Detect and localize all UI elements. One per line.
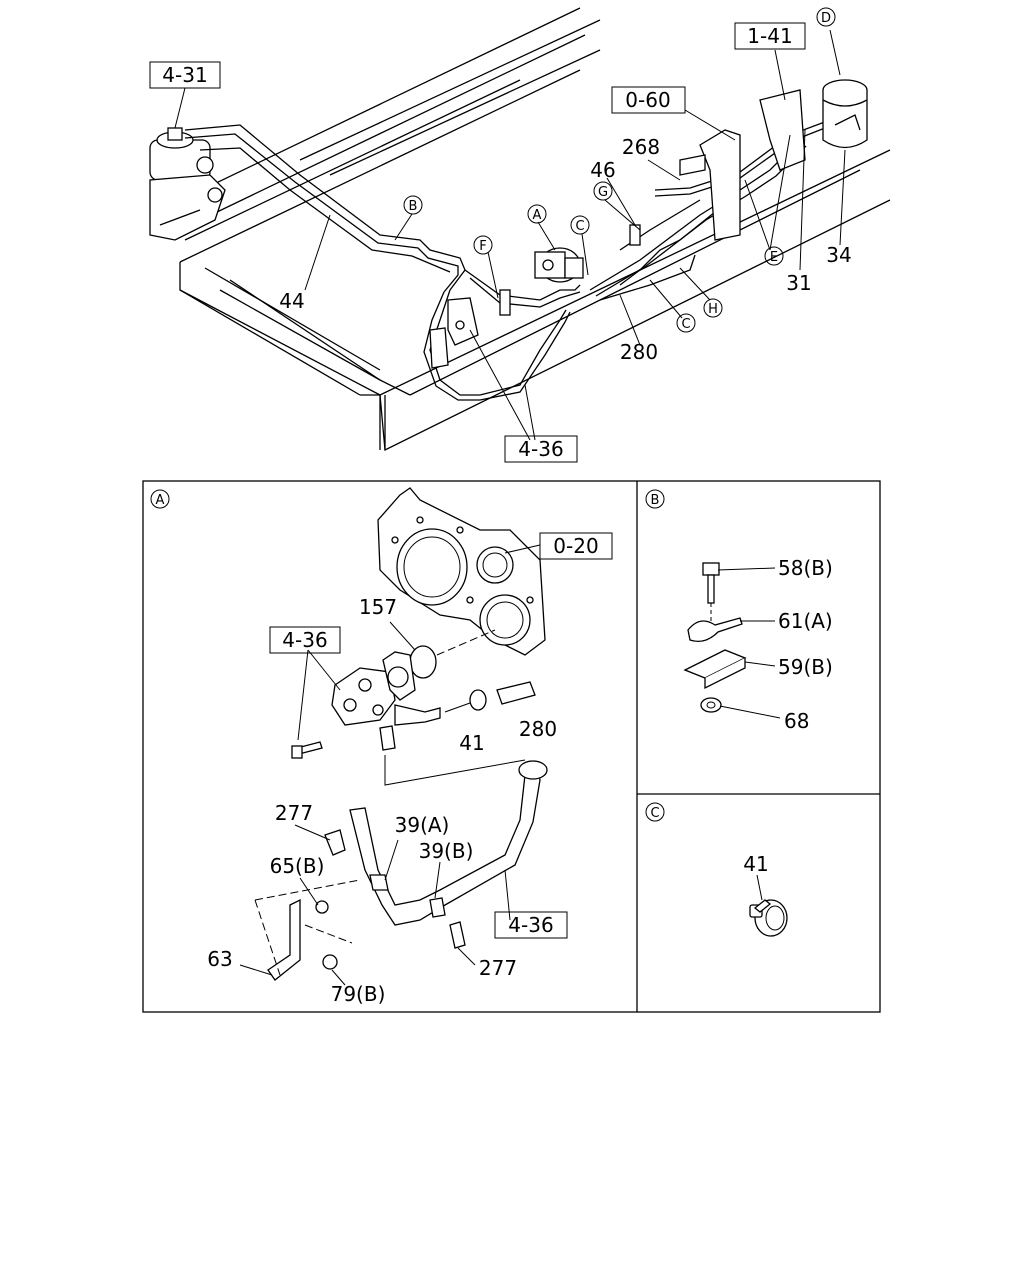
svg-text:B: B bbox=[651, 493, 660, 508]
part-number-268: 268 bbox=[622, 135, 660, 159]
part-number-34: 34 bbox=[826, 243, 851, 267]
circle-letter-f: F bbox=[473, 235, 493, 255]
ref-box-0-60: 0-60 bbox=[625, 88, 670, 112]
svg-text:D: D bbox=[821, 11, 831, 26]
part-number-46: 46 bbox=[590, 158, 615, 182]
svg-text:A: A bbox=[533, 208, 542, 223]
part-number-31: 31 bbox=[786, 271, 811, 295]
hose bbox=[496, 681, 536, 705]
circle-letter-c-2: C bbox=[676, 313, 696, 333]
ref-box-4-36: 4-36 bbox=[518, 437, 563, 461]
ref-box-4-36-b: 4-36 bbox=[508, 913, 553, 937]
part-number-277-b: 277 bbox=[479, 956, 517, 980]
clip bbox=[687, 617, 743, 643]
ref-box-1-41: 1-41 bbox=[747, 24, 792, 48]
steering-gear bbox=[149, 127, 226, 241]
part-number-41-c: 41 bbox=[743, 852, 768, 876]
hose-clamp-detail bbox=[749, 899, 788, 937]
mounting-bracket bbox=[267, 898, 301, 981]
part-number-58b: 58(B) bbox=[778, 556, 833, 580]
part-number-280: 280 bbox=[620, 340, 658, 364]
svg-text:F: F bbox=[479, 239, 486, 254]
reservoir bbox=[822, 79, 868, 149]
detail-panels bbox=[142, 480, 881, 1013]
ref-box-4-31: 4-31 bbox=[162, 63, 207, 87]
part-number-61a: 61(A) bbox=[778, 609, 833, 633]
gear-case-plate bbox=[377, 487, 546, 656]
panel-a: A bbox=[150, 487, 613, 1006]
ref-box-0-20: 0-20 bbox=[553, 534, 598, 558]
part-number-79b: 79(B) bbox=[331, 982, 386, 1006]
svg-text:A: A bbox=[156, 493, 165, 508]
overview-pump bbox=[534, 247, 584, 283]
svg-text:C: C bbox=[681, 317, 690, 332]
circle-letter-c: C bbox=[570, 215, 590, 235]
circle-letter-b: B bbox=[403, 195, 423, 215]
pump-detail bbox=[331, 651, 441, 751]
svg-text:G: G bbox=[598, 185, 608, 200]
svg-text:C: C bbox=[650, 806, 659, 821]
circle-letter-d: D bbox=[816, 7, 836, 27]
part-number-277: 277 bbox=[275, 801, 313, 825]
o-ring bbox=[409, 645, 437, 679]
hose-clamp bbox=[469, 689, 487, 711]
part-number-68: 68 bbox=[784, 709, 809, 733]
part-number-63: 63 bbox=[207, 947, 232, 971]
part-number-157: 157 bbox=[359, 595, 397, 619]
circle-letter-e: E bbox=[764, 246, 784, 266]
bolt bbox=[702, 562, 720, 576]
ref-box-4-36-a: 4-36 bbox=[282, 628, 327, 652]
panel-c-letter: C bbox=[645, 802, 665, 822]
panel-b-letter: B bbox=[645, 489, 665, 509]
svg-text:C: C bbox=[575, 219, 584, 234]
circle-letter-g: G bbox=[593, 181, 613, 201]
circle-letter-h: H bbox=[703, 298, 723, 318]
svg-text:B: B bbox=[409, 199, 418, 214]
svg-text:H: H bbox=[708, 302, 718, 317]
panel-c: C 41 bbox=[645, 802, 788, 937]
part-number-280: 280 bbox=[519, 717, 557, 741]
circle-letter-a: A bbox=[527, 204, 547, 224]
part-number-39a: 39(A) bbox=[395, 813, 450, 837]
part-number-65b: 65(B) bbox=[270, 854, 325, 878]
part-number-59b: 59(B) bbox=[778, 655, 833, 679]
svg-text:E: E bbox=[770, 250, 778, 265]
part-number-41: 41 bbox=[459, 731, 484, 755]
pipe-assembly bbox=[349, 760, 548, 926]
panel-b: B 58(B) 61(A) 59(B) 68 bbox=[645, 489, 833, 733]
part-number-39b: 39(B) bbox=[419, 839, 474, 863]
part-number-44: 44 bbox=[279, 289, 304, 313]
panel-a-letter: A bbox=[150, 489, 170, 509]
nut bbox=[700, 697, 722, 713]
overview-drawing: 4-31 1-41 0-60 4-36 D B A G C F bbox=[149, 7, 891, 463]
